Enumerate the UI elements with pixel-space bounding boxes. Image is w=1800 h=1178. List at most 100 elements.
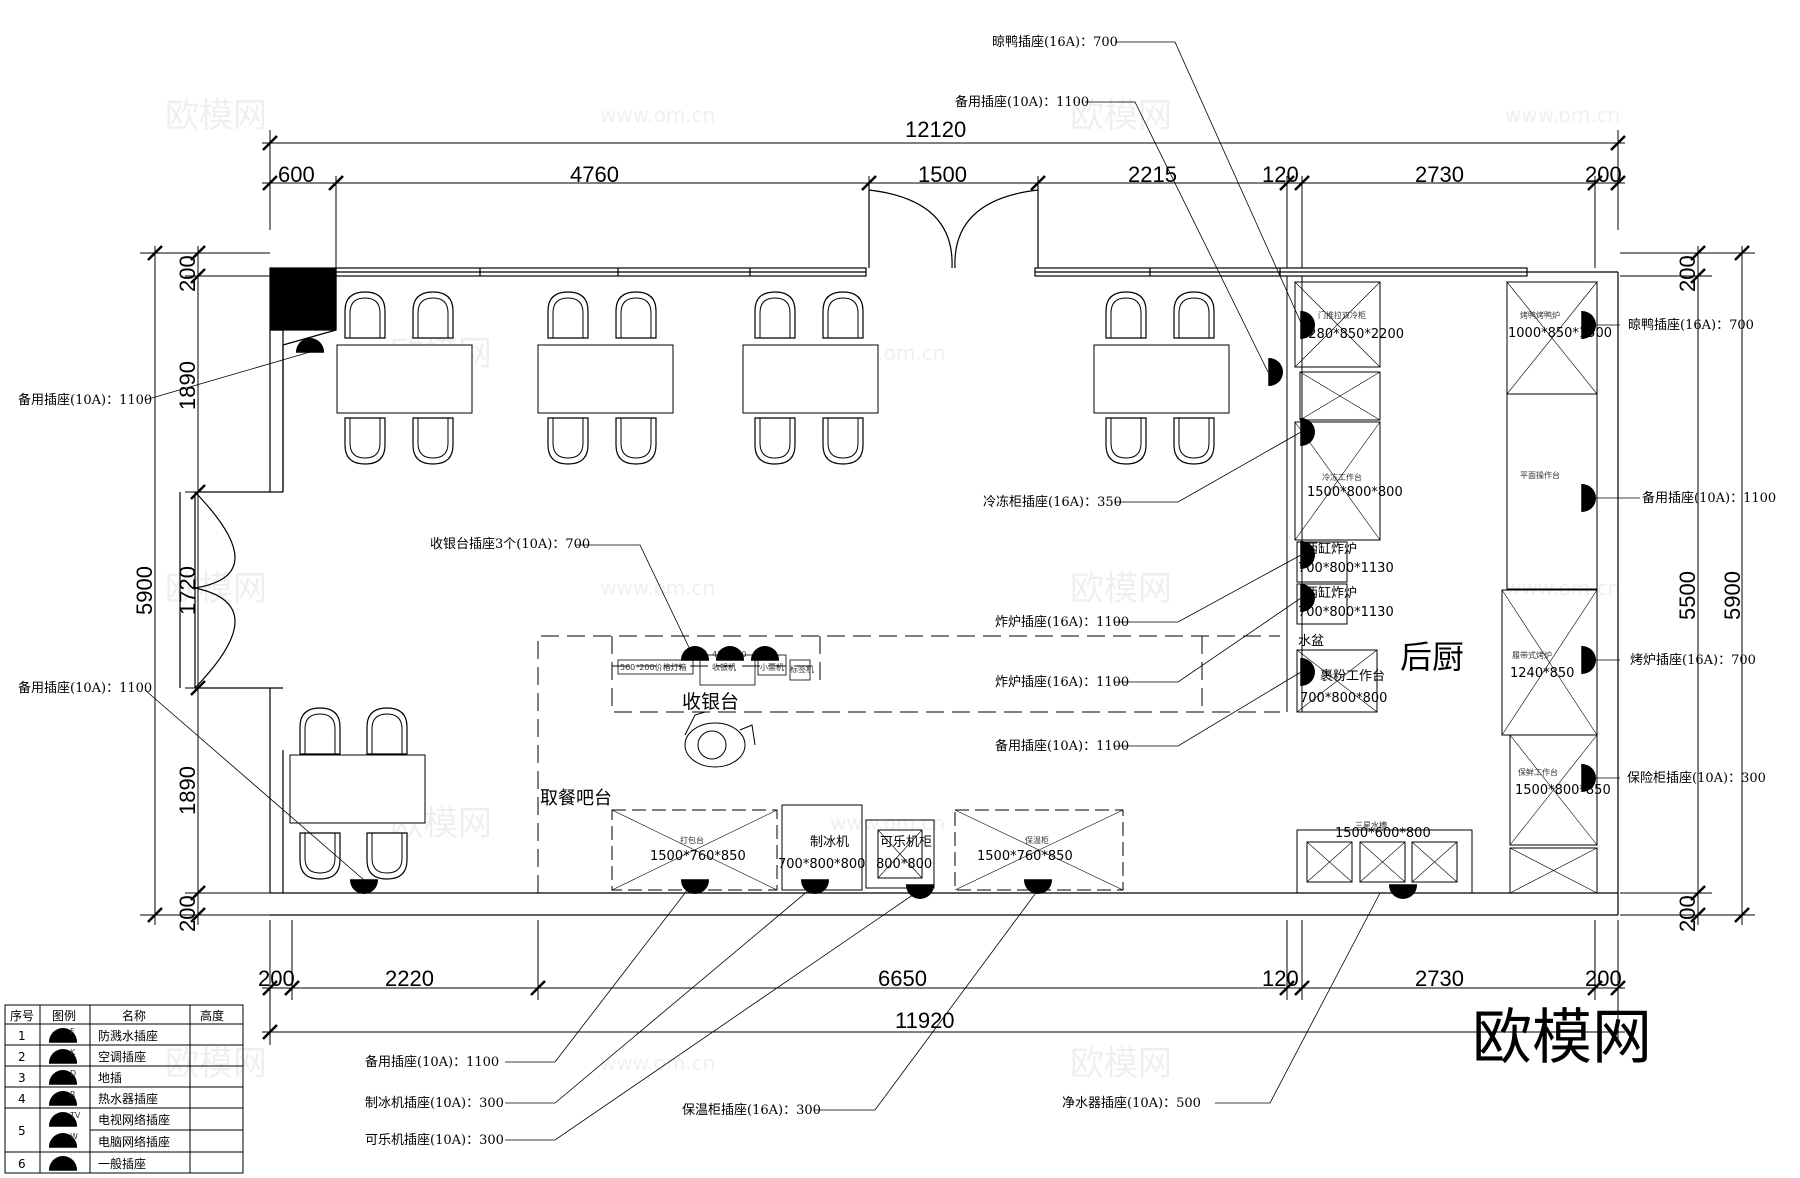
cashier-lightbox-label: 560*200价格灯箱 bbox=[620, 662, 687, 672]
dim-bottom-3: 6650 bbox=[878, 966, 927, 991]
legend-header-height: 高度 bbox=[200, 1008, 224, 1023]
door-fridge-size: 1280*850*2200 bbox=[1300, 327, 1404, 342]
legend-tag-1: F bbox=[70, 1027, 75, 1036]
breading-name: 裹粉工作台 bbox=[1320, 669, 1385, 684]
roast-duck-size: 1000*850*1500 bbox=[1508, 326, 1612, 341]
legend-row-5-name: 电视网络插座 bbox=[98, 1112, 170, 1127]
dim-bottom-4: 120 bbox=[1262, 966, 1299, 991]
pack-table-label: 打包台 bbox=[680, 835, 704, 845]
svg-text:www.om.cn: www.om.cn bbox=[1505, 576, 1620, 600]
bottom-dimensions bbox=[261, 920, 1627, 1045]
ice-machine-size: 700*800*800 bbox=[778, 857, 865, 872]
callout-purifier-socket: 净水器插座(10A)：500 bbox=[1062, 1096, 1201, 1111]
sink3-label: 三星水槽 bbox=[1355, 820, 1387, 830]
cola-fridge-size: 800*800 bbox=[876, 857, 932, 872]
callout-safe-socket: 保险柜插座(10A)：300 bbox=[1627, 771, 1766, 786]
cola-fridge-name: 可乐机柜 bbox=[880, 835, 932, 850]
dim-left-2: 1890 bbox=[175, 361, 200, 410]
svg-text:欧模网: 欧模网 bbox=[1070, 96, 1172, 136]
oven-label: 履带式烤炉 bbox=[1512, 650, 1552, 660]
legend-tag-4: R bbox=[70, 1090, 76, 1099]
breading-size: 700*800*800 bbox=[1300, 691, 1387, 706]
dim-bottom-total: 11920 bbox=[895, 1008, 955, 1033]
svg-text:欧模网: 欧模网 bbox=[1070, 1044, 1172, 1084]
table-2 bbox=[537, 291, 674, 465]
legend-row-5b-name: 电脑网络插座 bbox=[98, 1134, 170, 1149]
legend-row-5-no: 5 bbox=[18, 1124, 26, 1138]
dim-bottom-5: 2730 bbox=[1415, 966, 1464, 991]
kitchen-area bbox=[1286, 276, 1598, 894]
svg-text:www.om.cn: www.om.cn bbox=[600, 1051, 715, 1075]
svg-text:www.om.cn: www.om.cn bbox=[830, 811, 945, 835]
dim-top-1: 600 bbox=[278, 162, 315, 187]
callout-freezer-socket: 冷冻柜插座(16A)：350 bbox=[983, 494, 1122, 510]
right-dimensions bbox=[1620, 244, 1755, 925]
callout-spare-socket-bottom: 备用插座(10A)：1100 bbox=[365, 1054, 499, 1070]
callout-warm-socket: 保温柜插座(16A)：300 bbox=[682, 1103, 821, 1118]
callout-fryer-socket-1: 炸炉插座(16A)：1100 bbox=[995, 615, 1129, 630]
svg-text:www.om.cn: www.om.cn bbox=[600, 103, 715, 127]
legend-row-2-name: 空调插座 bbox=[98, 1049, 146, 1064]
dim-bottom-6: 200 bbox=[1585, 966, 1622, 991]
legend-row-1-no: 1 bbox=[18, 1029, 26, 1043]
legend-tag-5: TV bbox=[69, 1111, 81, 1120]
dim-bottom-1: 200 bbox=[258, 966, 295, 991]
bar-label: 取餐吧台 bbox=[540, 788, 612, 809]
bar-counter bbox=[537, 635, 1280, 893]
legend-row-1-name: 防溅水插座 bbox=[98, 1028, 158, 1043]
callout-fryer-socket-2: 炸炉插座(16A)：1100 bbox=[995, 675, 1129, 690]
callout-leaders bbox=[144, 41, 1640, 1141]
svg-text:www.om.cn: www.om.cn bbox=[1505, 103, 1620, 127]
dim-left-total: 5900 bbox=[132, 566, 157, 615]
dim-top-7: 200 bbox=[1585, 162, 1622, 187]
fryer-1-name: 两缸炸炉 bbox=[1305, 541, 1357, 557]
dim-left-4: 1890 bbox=[175, 766, 200, 815]
fryer-1-size: 700*800*1130 bbox=[1298, 561, 1394, 576]
oven-size: 1240*850 bbox=[1510, 666, 1574, 681]
legend-tag-5b: W bbox=[70, 1132, 78, 1141]
pack-table-size: 1500*760*850 bbox=[650, 849, 746, 864]
freezer-table-label: 冷冻工作台 bbox=[1322, 472, 1362, 482]
legend-tag-3: D bbox=[70, 1069, 76, 1078]
dim-top-5: 120 bbox=[1262, 162, 1299, 187]
callout-spare-socket-mid: 备用插座(10A)：1100 bbox=[995, 738, 1129, 754]
legend-table bbox=[4, 1004, 244, 1174]
callout-duck-socket-right: 晾鸭插座(16A)：700 bbox=[1628, 317, 1754, 333]
kitchen-label: 后厨 bbox=[1400, 638, 1464, 676]
dim-top-4: 2215 bbox=[1128, 162, 1177, 187]
dim-bottom-2: 2220 bbox=[385, 966, 434, 991]
legend-row-3-name: 地插 bbox=[98, 1071, 122, 1085]
dim-left-3: 1720 bbox=[175, 566, 200, 615]
cashier-label-printer: 标签机 bbox=[790, 664, 814, 674]
svg-text:欧模网: 欧模网 bbox=[165, 569, 267, 609]
dim-left-5: 200 bbox=[175, 895, 200, 932]
callout-oven-socket: 烤炉插座(16A)：700 bbox=[1630, 653, 1756, 668]
dim-top-total: 12120 bbox=[905, 117, 966, 142]
table-5 bbox=[289, 707, 426, 880]
flat-table-label: 平面操作台 bbox=[1520, 470, 1560, 480]
dim-top-2: 4760 bbox=[570, 162, 619, 187]
top-dimensions bbox=[261, 130, 1627, 268]
legend-row-6-no: 6 bbox=[18, 1157, 26, 1171]
legend-row-6-name: 一般插座 bbox=[98, 1156, 146, 1171]
sink3-size: 1500*600*800 bbox=[1335, 826, 1431, 841]
fryer-2-size: 700*800*1130 bbox=[1298, 605, 1394, 620]
holding-label: 保鲜工作台 bbox=[1518, 767, 1558, 777]
callout-spare-socket-left-2: 备用插座(10A)：1100 bbox=[18, 680, 152, 696]
table-1 bbox=[336, 291, 473, 465]
legend-header-icon: 图例 bbox=[52, 1009, 76, 1023]
dim-left-1: 200 bbox=[175, 255, 200, 292]
callout-cola-socket: 可乐机插座(10A)：300 bbox=[365, 1133, 504, 1148]
door-fridge-label: 门推拉双冷柜 bbox=[1318, 310, 1366, 320]
roast-duck-label: 烤鸭烤鸭炉 bbox=[1520, 310, 1560, 320]
callout-spare-socket-left-1: 备用插座(10A)：1100 bbox=[18, 392, 152, 408]
freezer-table-size: 1500*800*800 bbox=[1307, 485, 1403, 500]
watermark-layer: 欧模网 www.om.cn 欧模网 www.om.cn 欧模网 www.om.c… bbox=[165, 96, 1620, 1084]
table-4 bbox=[1093, 291, 1230, 465]
cashier-person-icon bbox=[684, 711, 756, 768]
legend-row-3-no: 3 bbox=[18, 1071, 26, 1085]
sink-label: 水盆 bbox=[1298, 634, 1324, 649]
dim-right-2: 200 bbox=[1675, 895, 1700, 932]
cashier-printer-label: 小票机 bbox=[760, 662, 784, 672]
